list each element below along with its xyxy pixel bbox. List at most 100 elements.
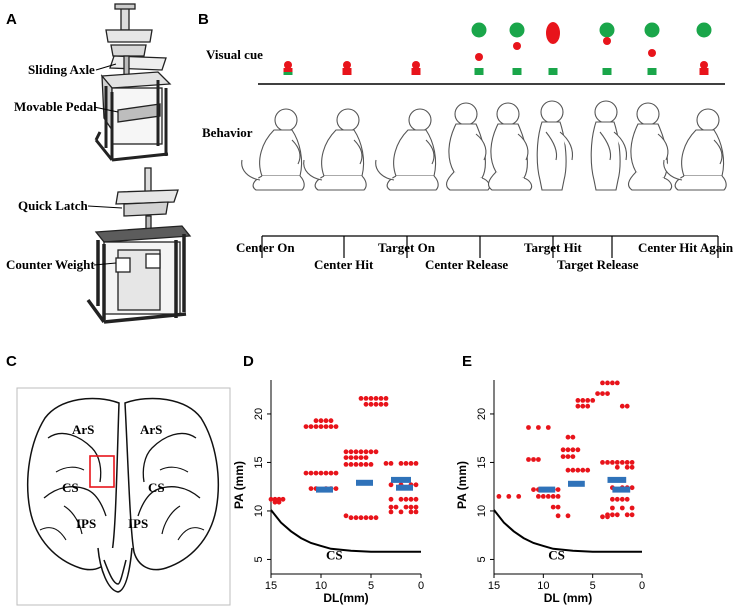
mean-bar <box>356 479 373 486</box>
data-point <box>614 512 620 518</box>
mean-bar <box>607 476 627 483</box>
red-hand-cue <box>700 61 708 69</box>
data-point <box>624 464 630 470</box>
data-point <box>308 424 314 429</box>
data-point <box>318 418 324 424</box>
data-point <box>575 447 581 453</box>
data-point <box>328 424 334 429</box>
data-point <box>313 470 319 476</box>
data-point <box>368 401 374 407</box>
data-point <box>580 467 586 473</box>
monkey-figure <box>445 102 491 191</box>
event-center-on: Center On <box>236 240 295 255</box>
data-point <box>348 515 354 521</box>
data-point <box>610 505 615 511</box>
data-point <box>388 504 394 510</box>
green-target-cue <box>696 22 712 38</box>
data-point <box>624 512 630 518</box>
data-point <box>545 494 551 499</box>
data-point <box>403 504 409 510</box>
data-point <box>403 496 409 502</box>
data-point <box>570 467 576 473</box>
monkey-figure <box>303 108 367 191</box>
data-point <box>373 401 379 407</box>
data-point <box>575 398 581 403</box>
data-point <box>536 494 541 499</box>
data-point <box>408 509 414 515</box>
data-point <box>413 509 419 515</box>
data-point <box>619 403 625 409</box>
label-cs-left: CS <box>62 480 79 495</box>
x-tick-label: 15 <box>265 580 277 592</box>
data-point <box>303 424 309 429</box>
data-point <box>358 462 364 467</box>
data-point <box>629 512 635 518</box>
x-tick-label: 10 <box>537 580 549 592</box>
data-point <box>408 461 414 466</box>
data-point <box>280 496 286 502</box>
data-point <box>363 515 369 521</box>
green-center-cue <box>548 68 558 75</box>
y-tick-label: 15 <box>476 456 488 468</box>
data-point <box>565 454 571 459</box>
data-point <box>348 455 354 460</box>
label-cs-right: CS <box>148 480 165 495</box>
data-point <box>614 460 620 465</box>
data-point <box>368 396 374 401</box>
data-point <box>629 464 635 470</box>
data-point <box>585 403 591 409</box>
data-point <box>323 470 329 476</box>
green-center-cue <box>512 68 522 75</box>
x-axis-label: DL (mm) <box>544 591 592 605</box>
data-point <box>313 424 319 429</box>
data-point <box>600 380 605 386</box>
data-point <box>575 467 581 473</box>
data-point <box>358 396 364 401</box>
data-point <box>383 396 389 401</box>
data-point <box>323 418 329 424</box>
red-hand-cue <box>284 61 292 69</box>
mean-bar <box>538 486 556 493</box>
recording-site-box <box>89 455 115 488</box>
red-hand-cue <box>475 53 483 61</box>
y-tick-label: 20 <box>476 408 488 420</box>
data-point <box>403 461 409 466</box>
data-point <box>506 494 512 499</box>
data-point <box>565 447 571 453</box>
data-point <box>595 391 600 396</box>
data-point <box>363 462 369 467</box>
data-point <box>570 447 576 453</box>
data-point <box>353 455 359 460</box>
event-center-hit: Center Hit <box>314 257 374 272</box>
data-point <box>383 461 389 466</box>
data-point <box>531 487 536 492</box>
data-point <box>605 391 610 396</box>
data-point <box>343 513 349 519</box>
data-point <box>605 460 610 465</box>
data-point <box>358 449 364 455</box>
data-point <box>378 396 384 401</box>
data-point <box>318 424 324 429</box>
red-center-cue <box>283 68 293 72</box>
data-point <box>308 486 314 491</box>
data-point <box>408 504 414 510</box>
data-point <box>353 515 359 521</box>
panel-label-d: D <box>243 353 254 370</box>
data-point <box>408 496 414 502</box>
data-point <box>303 470 309 476</box>
red-hand-cue <box>648 49 656 57</box>
data-point <box>413 482 419 488</box>
data-point <box>610 512 615 518</box>
data-point <box>536 457 541 462</box>
monkey-figure <box>590 100 628 191</box>
x-axis-label: DL(mm) <box>323 591 368 605</box>
monkey-figure <box>627 102 673 191</box>
mean-bar <box>568 480 585 487</box>
data-point <box>308 470 314 476</box>
data-point <box>555 487 561 492</box>
data-point <box>328 418 334 424</box>
panel-label-c: C <box>6 353 17 370</box>
data-point <box>358 515 364 521</box>
red-hand-cue <box>546 22 560 44</box>
